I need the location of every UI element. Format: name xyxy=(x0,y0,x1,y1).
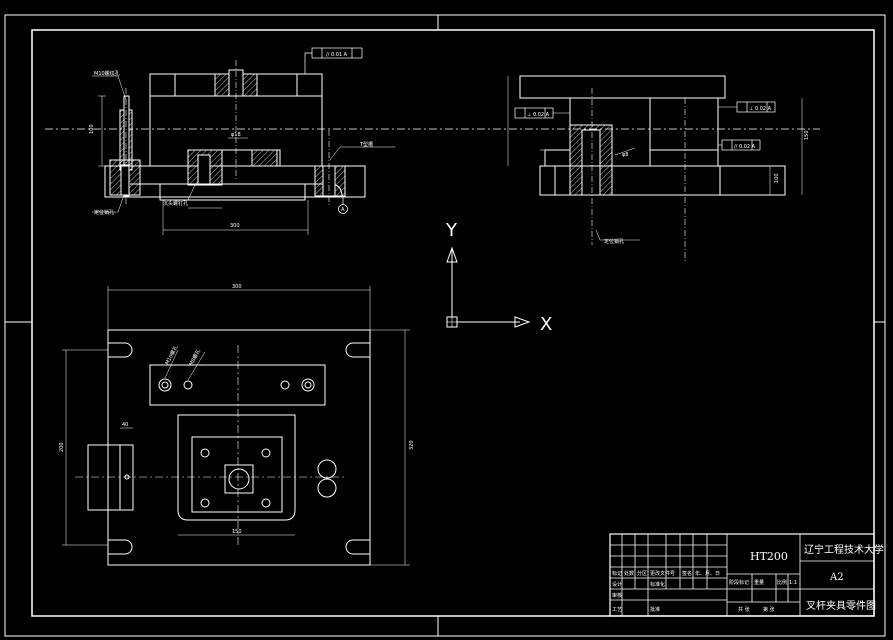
hdr-change-doc: 更改文件号 xyxy=(650,570,675,577)
review-label: 审核 xyxy=(612,592,622,599)
note-plan-2: M8螺孔 xyxy=(188,348,202,367)
hdr-mark: 标记 xyxy=(612,570,622,577)
dim-plan-side-h: 200 xyxy=(59,442,65,452)
note-plan-1: M10螺孔 xyxy=(164,344,180,366)
note-tl-1: M10螺纹孔 xyxy=(94,70,120,77)
plan-view-labels: 300 320 200 150 40 M10螺孔 M8螺孔 xyxy=(59,284,415,535)
ucs-axes-icon xyxy=(446,246,531,328)
sheet-frame xyxy=(4,14,886,637)
hdr-sign: 签名 xyxy=(682,570,692,577)
material-label: HT200 xyxy=(750,550,788,563)
sheet-size: A2 xyxy=(829,572,844,583)
approve-label: 批准 xyxy=(650,606,660,613)
scale-value: 1:1 xyxy=(789,580,797,586)
sheet-num: 第 张 xyxy=(763,606,775,613)
datum-label: A xyxy=(341,207,345,213)
gdt-right-perp2: ⊥ 0.02 A xyxy=(749,106,772,112)
hdr-count: 处数 xyxy=(624,570,634,577)
hdr-date: 年、月、日 xyxy=(695,570,720,577)
dim-plan-h: 320 xyxy=(409,440,415,450)
dim-plan-small: 40 xyxy=(122,422,128,428)
note-tl-3: 沉头螺钉孔 xyxy=(163,200,188,207)
drawing-name: 叉杆夹具零件图 xyxy=(806,599,876,612)
sheet-total: 共 张 xyxy=(738,606,750,613)
note-tl-4: T型槽 xyxy=(359,141,373,148)
note-tr-1: 定位销孔 xyxy=(604,238,624,245)
dim-top-left-h: 100 xyxy=(89,124,95,134)
plan-view xyxy=(62,286,410,566)
dim-top-left-w: 300 xyxy=(230,223,240,229)
hdr-zone: 分区 xyxy=(637,570,647,577)
title-block-text: HT200 辽宁工程技术大学 A2 叉杆夹具零件图 1:1 标记 处数 分区 更… xyxy=(612,543,884,613)
ratio-label: 比例 xyxy=(777,579,787,586)
stage-mark: 阶段标记 xyxy=(729,579,749,586)
dim-top-left-hole: φ18 xyxy=(231,132,241,138)
gdt-right-parallel: // 0.02 A xyxy=(734,144,756,150)
dim-plan-w: 300 xyxy=(232,284,242,290)
row-standard: 标准化 xyxy=(650,581,665,588)
gdt-top-parallel: // 0.01 A xyxy=(326,52,348,58)
side-view-labels: ⊥ 0.02 A ⊥ 0.02 A // 0.02 A 150 100 定位销孔… xyxy=(527,106,810,245)
ucs-x-label: X xyxy=(540,314,552,335)
gdt-right-perp: ⊥ 0.02 A xyxy=(527,112,550,118)
dim-right-h2: 100 xyxy=(774,173,780,183)
ucs-y-label: Y xyxy=(445,220,458,241)
weight-label: 重量 xyxy=(754,579,764,586)
dim-right-h: 150 xyxy=(804,130,810,140)
row-design: 设计 xyxy=(612,581,622,588)
note-tl-2: 定位销孔 xyxy=(94,209,114,216)
side-section-view xyxy=(507,75,803,262)
school-name: 辽宁工程技术大学 xyxy=(804,543,884,556)
front-view-labels: // 0.01 A A 100 300 φ18 M10螺纹孔 定位销孔 沉头螺钉… xyxy=(89,52,373,229)
front-section-view xyxy=(92,47,395,235)
datum-circle-icon xyxy=(338,204,348,214)
title-block xyxy=(609,533,875,617)
process-label: 工艺 xyxy=(612,607,622,613)
note-tr-2: φ8 xyxy=(622,152,628,158)
dim-plan-inner-w: 150 xyxy=(232,529,242,535)
